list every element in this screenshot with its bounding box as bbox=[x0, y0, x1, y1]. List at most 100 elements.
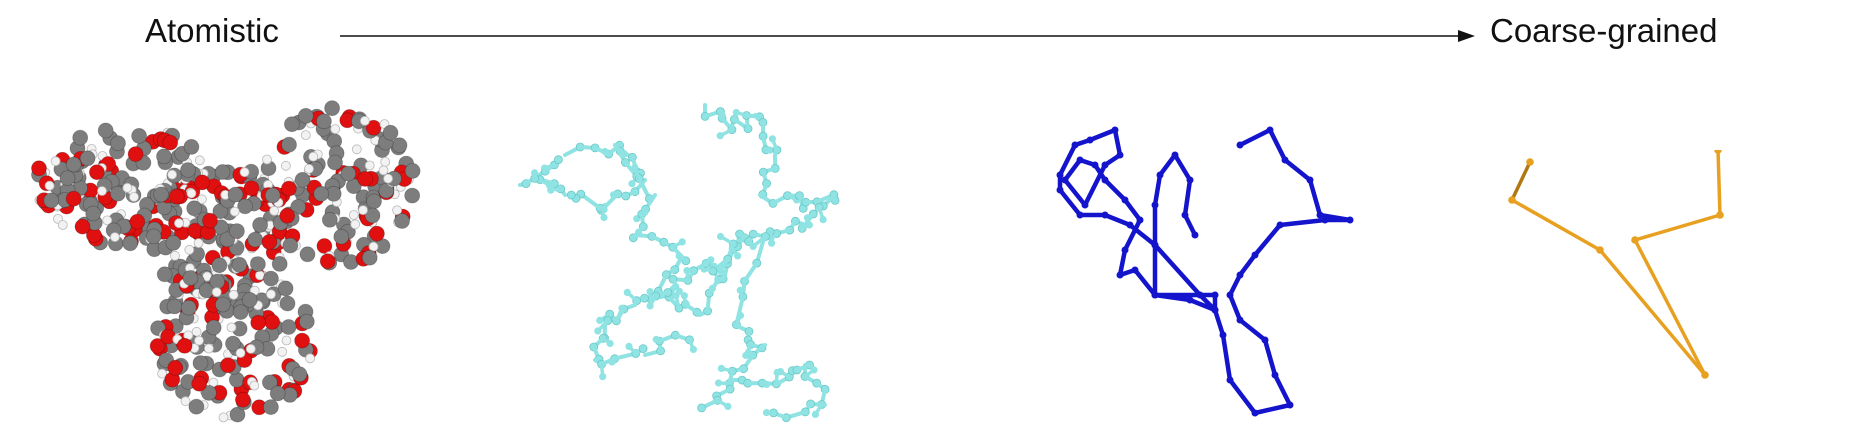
chain-bead bbox=[1261, 336, 1269, 344]
atom bbox=[304, 163, 314, 174]
atom bbox=[291, 366, 308, 383]
atom bbox=[368, 225, 385, 242]
chain-bead bbox=[1156, 171, 1164, 179]
atom bbox=[180, 396, 191, 407]
side-bead bbox=[714, 276, 722, 284]
chain-bead bbox=[1116, 151, 1124, 159]
atom bbox=[333, 228, 350, 245]
chain-bead bbox=[1151, 291, 1159, 299]
atom bbox=[174, 218, 184, 229]
atom bbox=[250, 314, 267, 331]
atom bbox=[89, 164, 105, 181]
side-bead bbox=[689, 345, 697, 353]
atom bbox=[294, 332, 311, 349]
chain-bead bbox=[1236, 271, 1244, 279]
side-bead bbox=[606, 339, 614, 348]
atom bbox=[227, 186, 244, 203]
cg-bead bbox=[1526, 158, 1534, 166]
chain-bead bbox=[1121, 246, 1129, 254]
cg-bond bbox=[1633, 213, 1722, 242]
chain-bead bbox=[1236, 316, 1244, 324]
atom bbox=[182, 270, 199, 286]
side-bead bbox=[714, 379, 723, 387]
atom bbox=[218, 412, 229, 423]
atom bbox=[281, 136, 297, 153]
chain-bead bbox=[1101, 176, 1109, 184]
chain-bead bbox=[1061, 176, 1069, 184]
side-bead bbox=[749, 242, 757, 250]
atom bbox=[348, 210, 359, 220]
atom bbox=[239, 167, 250, 178]
chain-bead bbox=[1281, 156, 1289, 164]
atom bbox=[358, 205, 368, 215]
atom bbox=[156, 148, 172, 165]
cg-bond bbox=[1598, 248, 1707, 377]
atom bbox=[165, 234, 182, 251]
chain-bead bbox=[1171, 151, 1179, 159]
atom bbox=[261, 233, 278, 250]
atom bbox=[245, 343, 256, 354]
atom bbox=[319, 253, 336, 270]
side-bead bbox=[776, 368, 785, 376]
side-bead bbox=[600, 213, 608, 222]
united-atom-model bbox=[518, 103, 840, 423]
atom bbox=[211, 287, 222, 298]
atom bbox=[261, 374, 278, 391]
chain-bead bbox=[1056, 186, 1064, 194]
side-bead bbox=[716, 232, 725, 241]
chain-bead bbox=[1076, 156, 1084, 164]
atom bbox=[65, 156, 82, 173]
chain-bead bbox=[1316, 211, 1324, 219]
side-bead bbox=[675, 252, 683, 260]
atom bbox=[249, 380, 260, 391]
chain-bead bbox=[1186, 176, 1194, 184]
atom bbox=[280, 180, 297, 197]
atom bbox=[305, 353, 316, 364]
atom bbox=[299, 246, 316, 263]
cg-bond bbox=[1510, 198, 1602, 252]
atom bbox=[194, 174, 211, 191]
atom bbox=[282, 237, 299, 254]
chain-bead bbox=[1121, 196, 1129, 204]
side-bead bbox=[623, 288, 631, 296]
atom bbox=[59, 170, 76, 186]
atom bbox=[194, 335, 204, 346]
atom bbox=[44, 180, 55, 191]
atom bbox=[129, 213, 146, 230]
chain-bead bbox=[1321, 216, 1329, 224]
side-bead bbox=[718, 111, 726, 119]
atom bbox=[97, 186, 107, 196]
side-bead bbox=[707, 256, 715, 264]
atom bbox=[229, 206, 240, 217]
side-bead bbox=[675, 287, 683, 295]
cg-bead bbox=[1701, 371, 1709, 379]
atom bbox=[364, 160, 375, 171]
atom bbox=[219, 357, 236, 374]
atom bbox=[316, 238, 333, 254]
atom bbox=[249, 256, 266, 273]
atom bbox=[203, 343, 214, 354]
atom bbox=[357, 171, 374, 187]
side-bead bbox=[600, 205, 608, 214]
cg-bead bbox=[1631, 236, 1639, 244]
atom bbox=[321, 211, 338, 228]
chain-bead bbox=[1286, 401, 1294, 409]
chain-bead bbox=[1086, 136, 1094, 144]
atom bbox=[110, 232, 120, 243]
side-bead bbox=[724, 402, 732, 410]
atom bbox=[237, 198, 254, 215]
atom bbox=[183, 139, 200, 155]
atom bbox=[404, 163, 421, 179]
atom bbox=[350, 219, 361, 230]
atom bbox=[31, 160, 47, 177]
chain-bead bbox=[1081, 201, 1089, 209]
bead bbox=[638, 344, 648, 354]
atom bbox=[184, 244, 195, 255]
atom bbox=[330, 124, 341, 134]
atom bbox=[313, 185, 330, 202]
side-bead bbox=[734, 252, 742, 260]
side-bead bbox=[716, 267, 725, 275]
atom bbox=[191, 375, 208, 392]
atom bbox=[234, 391, 251, 408]
atom bbox=[392, 205, 403, 216]
